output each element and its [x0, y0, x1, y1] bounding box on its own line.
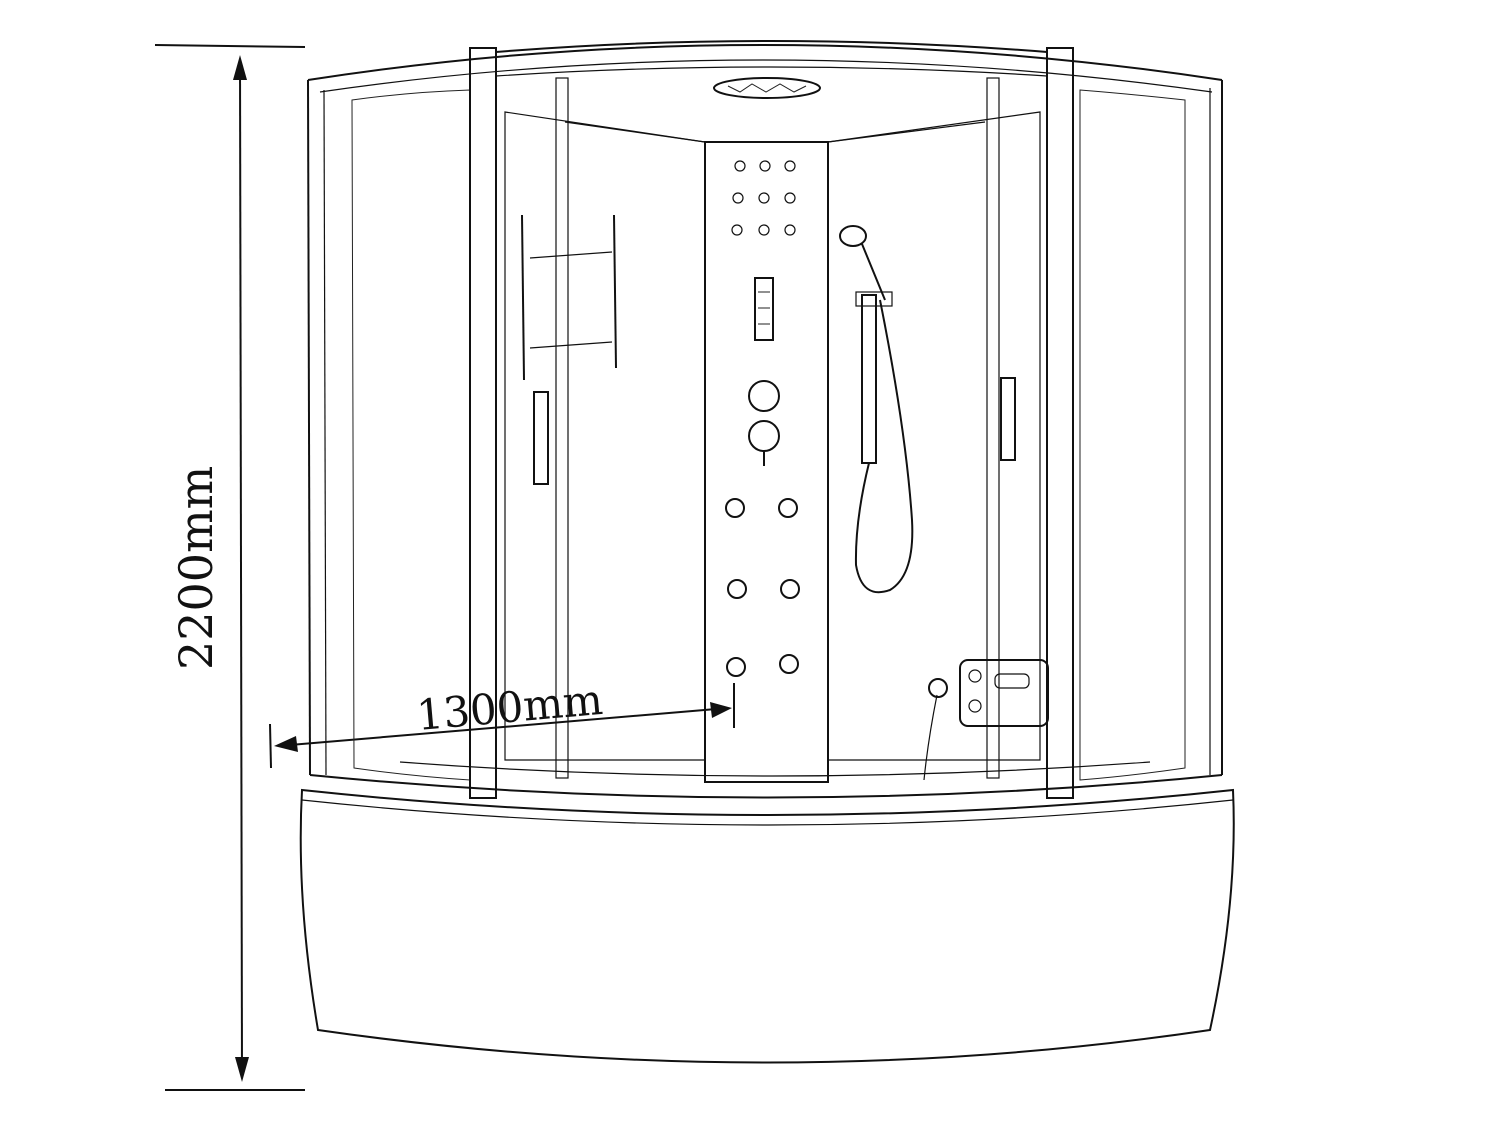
top-jet-icon	[784, 192, 796, 204]
top-jet-icon	[784, 224, 796, 236]
top-rail-lower	[495, 66, 1048, 77]
bottom-rail	[309, 774, 1223, 799]
body-jet-icon	[778, 498, 798, 518]
column-panel	[704, 141, 829, 783]
back-wall-right	[827, 111, 1041, 761]
rack-post-icon	[521, 214, 525, 381]
height-dimension-line	[239, 59, 243, 1079]
width-arrow-right	[710, 702, 732, 718]
control-display	[754, 277, 774, 341]
top-jet-icon	[731, 224, 743, 236]
control-box-display	[994, 673, 1030, 689]
top-jet-icon	[758, 224, 770, 236]
left-door-frame	[555, 77, 569, 779]
rack-bar	[529, 251, 613, 259]
control-box-button-icon	[968, 699, 982, 713]
width-label: 1300mm	[415, 675, 605, 740]
control-column	[704, 141, 829, 783]
width-dimension: 1300mm	[269, 675, 735, 769]
top-jet-icon	[784, 160, 796, 172]
shower-hose	[854, 299, 914, 594]
slide-bracket	[855, 291, 893, 307]
height-dimension: 2200mm	[154, 44, 306, 1091]
control-box-body	[959, 659, 1049, 727]
tub-base	[299, 788, 1235, 1064]
shower-handle	[861, 243, 886, 301]
top-rail	[495, 40, 1048, 53]
width-dimension-line	[277, 707, 729, 747]
left-glass-panel	[351, 89, 471, 781]
right-door-frame	[986, 77, 1000, 779]
hand-shower-head-icon	[839, 225, 867, 247]
mixer-knob-icon	[748, 420, 780, 452]
body-jet-icon	[725, 498, 745, 518]
floor-edge	[399, 761, 1151, 777]
top-jet-icon	[732, 192, 744, 204]
control-box-button-icon	[968, 669, 982, 683]
height-arrow-top	[233, 55, 247, 80]
rain-shower-head-icon	[713, 77, 821, 99]
control-box	[923, 659, 1049, 781]
frame-left-inner	[323, 89, 327, 776]
cable-plug-icon	[928, 678, 948, 698]
control-cable	[923, 694, 938, 781]
roof-outer-arc	[307, 44, 1223, 81]
rack-bar	[529, 341, 613, 349]
tub-top-edge	[301, 799, 1234, 826]
top-jet-icon	[758, 192, 770, 204]
hand-shower	[839, 225, 914, 594]
diverter-knob-icon	[748, 380, 780, 412]
body-jet-icon	[780, 579, 800, 599]
rain-head-detail	[727, 83, 807, 93]
top-jet-icon	[734, 160, 746, 172]
top-jet-icon	[759, 160, 771, 172]
width-extension-left	[269, 723, 272, 769]
frame-left-outer	[307, 79, 311, 776]
rack-post-icon	[613, 214, 617, 369]
towel-rack	[521, 214, 617, 381]
right-door-handle-icon	[1000, 377, 1016, 461]
height-label: 2200mm	[169, 466, 223, 670]
slide-rail	[861, 294, 877, 464]
post-right-front	[1046, 47, 1074, 799]
height-extension-top	[154, 44, 306, 48]
tub-outline	[299, 788, 1235, 1064]
body-jet-icon	[727, 579, 747, 599]
right-glass-panel	[1079, 89, 1186, 781]
post-left-front	[469, 47, 497, 799]
roof-inner-arc	[319, 59, 1213, 93]
body-jet-icon	[726, 657, 746, 677]
height-arrow-bottom	[235, 1057, 249, 1082]
width-arrow-left	[274, 736, 298, 752]
left-door-handle-icon	[533, 391, 549, 485]
ceiling-line	[564, 121, 986, 143]
cabin-enclosure	[307, 40, 1223, 799]
body-jet-icon	[779, 654, 799, 674]
